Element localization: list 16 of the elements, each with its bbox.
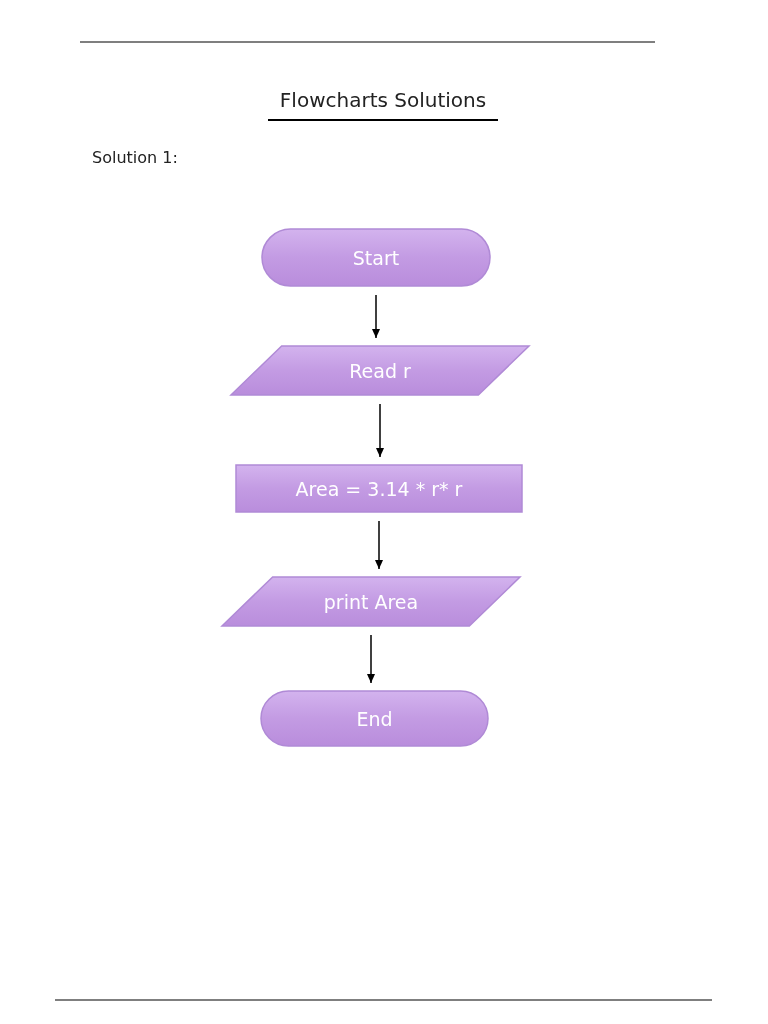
node-label: Area = 3.14 * r* r	[295, 477, 463, 500]
arrow	[367, 634, 375, 684]
process-box	[236, 465, 522, 512]
arrow	[376, 403, 384, 458]
node-label: Read r	[349, 359, 411, 382]
input-output-parallelogram	[231, 346, 529, 395]
section-label: Solution 1:	[92, 148, 178, 167]
terminator-shape	[262, 229, 490, 286]
node-label: End	[356, 707, 393, 730]
node-label: print Area	[323, 590, 419, 613]
title: Flowcharts Solutions	[278, 88, 488, 112]
arrow	[372, 294, 380, 339]
arrow	[375, 520, 383, 570]
input-output-parallelogram	[222, 577, 520, 626]
terminator-shape	[261, 691, 488, 746]
node-label: Start	[352, 246, 400, 269]
